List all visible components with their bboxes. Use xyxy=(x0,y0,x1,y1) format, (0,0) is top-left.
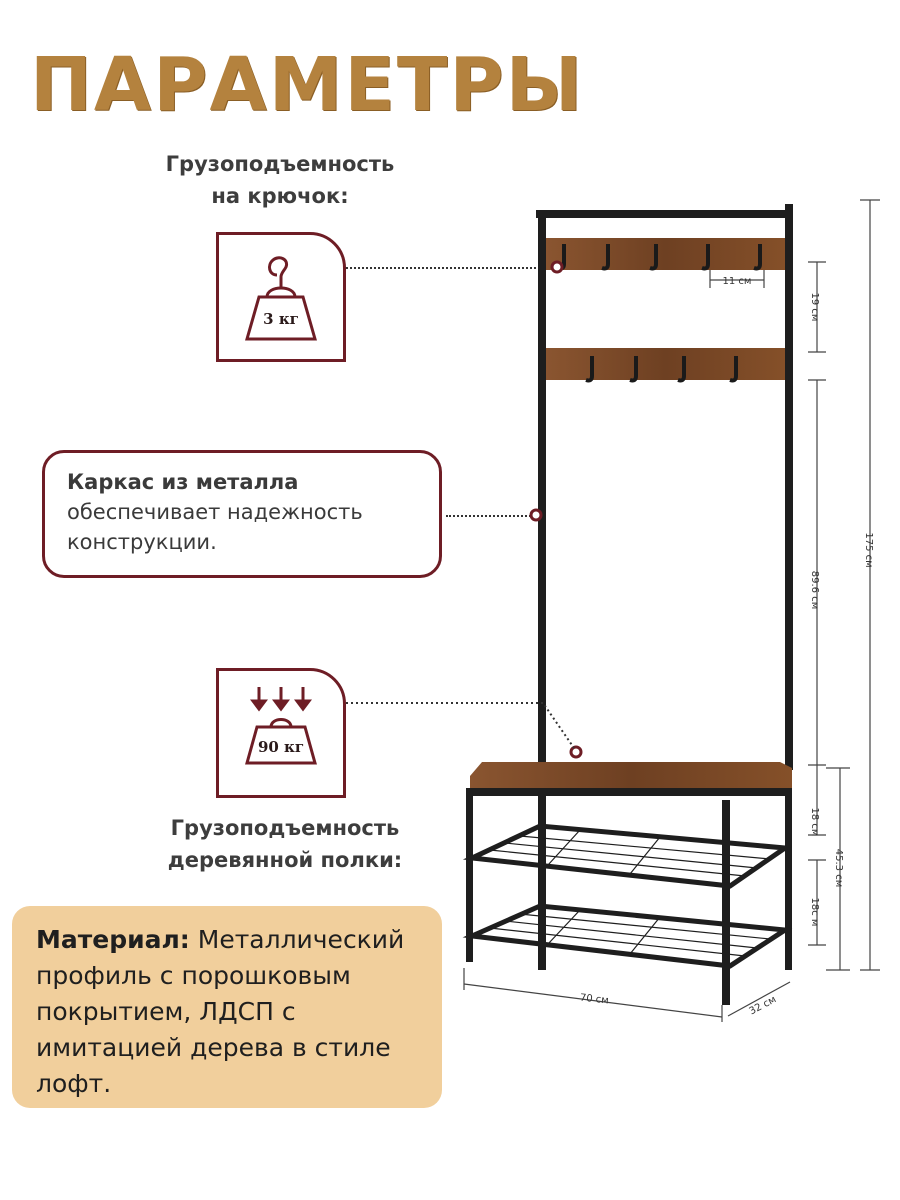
hook-connector-line xyxy=(346,267,556,269)
dimension-lines xyxy=(463,199,880,1022)
dim-width: 70 см xyxy=(579,993,609,1007)
frame-info-line3: конструкции. xyxy=(67,530,217,554)
shelf-connector-line xyxy=(346,702,575,749)
hook-marker-dot xyxy=(550,260,564,274)
dim-total-height: 175 см xyxy=(863,532,874,567)
dim-hook-rows-gap: 19 см xyxy=(809,293,820,322)
shelf-weight-icon: 90 кг xyxy=(245,687,317,765)
material-text: Металлический профиль с порошковым покры… xyxy=(36,925,405,1098)
frame-info-title: Каркас из металла xyxy=(67,470,299,494)
bench xyxy=(466,762,792,1005)
wire-shelf-upper xyxy=(462,823,793,889)
dim-bench-height: 45.3 см xyxy=(833,849,844,888)
shelf-weight-icon-box: 90 кг xyxy=(216,668,346,798)
shelf-marker-dot xyxy=(569,745,583,759)
dim-upper-height: 89.6 см xyxy=(809,571,820,610)
dim-shelf-gap-1: 18 см xyxy=(809,808,820,837)
wire-shelf-lower xyxy=(462,903,793,969)
material-label: Материал: xyxy=(36,925,190,954)
frame-marker-dot xyxy=(529,508,543,522)
hook-capacity-label: Грузоподъемность на крючок: xyxy=(140,148,420,212)
page-title: ПАРАМЕТРЫ xyxy=(30,42,585,128)
frame-info-line2: обеспечивает надежность xyxy=(67,500,363,524)
shelf-capacity-label: Грузоподъемность деревянной полки: xyxy=(140,812,430,876)
shelf-capacity-label-line2: деревянной полки: xyxy=(167,848,403,872)
dim-hook-spacing: 11 см xyxy=(723,276,752,287)
hook-capacity-label-line2: на крючок: xyxy=(211,184,349,208)
frame-connector-line xyxy=(446,515,534,517)
dim-depth: 32 см xyxy=(747,994,778,1017)
frame-info-card: Каркас из металла обеспечивает надежност… xyxy=(42,450,442,578)
dim-shelf-gap-2: 18с м xyxy=(809,898,820,927)
hook-weight-value: 3 кг xyxy=(263,310,299,328)
material-info-card: Материал: Металлический профиль с порошк… xyxy=(12,906,442,1108)
hook-capacity-label-line1: Грузоподъемность xyxy=(165,152,395,176)
shelf-capacity-label-line1: Грузоподъемность xyxy=(170,816,400,840)
hook-weight-icon-box: 3 кг xyxy=(216,232,346,362)
lower-hook-board xyxy=(546,348,785,383)
metal-frame xyxy=(536,204,793,970)
hook-weight-icon: 3 кг xyxy=(245,256,317,341)
shelf-weight-value: 90 кг xyxy=(258,738,304,756)
upper-hook-board xyxy=(546,238,785,271)
